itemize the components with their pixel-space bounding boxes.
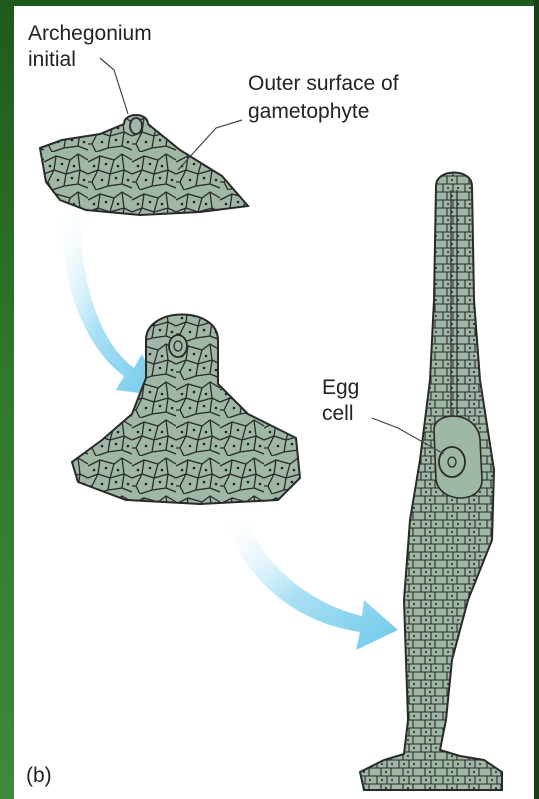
label-egg-cell-line-1: Egg [322,376,359,399]
central-cell [169,335,187,357]
stage-3-mature-archegonium [360,173,502,791]
archegonium-initial-cell [130,118,142,134]
panel-label: (b) [26,764,52,787]
label-archegonium-initial-line-1: Archegonium [28,22,152,45]
stage-1-gametophyte-surface [40,115,248,215]
label-outer-surface-line-2: gametophyte [248,100,369,123]
label-archegonium-initial-line-2: initial [28,48,76,71]
leader-archegonium-initial [100,58,128,114]
label-egg-cell-line-2: cell [322,402,354,425]
label-outer-surface-line-1: Outer surface of [248,72,399,95]
development-arrow-2 [226,520,398,650]
